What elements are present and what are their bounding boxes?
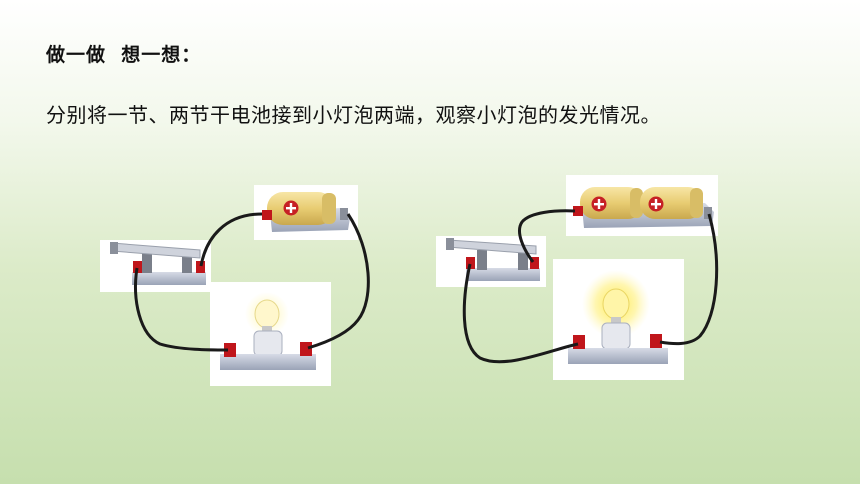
terminal — [133, 261, 142, 273]
bulb-left — [210, 282, 331, 386]
terminal — [466, 257, 475, 269]
plus-battery-icon — [591, 196, 607, 212]
terminal — [300, 342, 312, 356]
battery-holder-right — [566, 175, 718, 236]
terminal — [262, 210, 272, 220]
wire — [134, 267, 229, 352]
circuit-one-battery — [100, 185, 370, 386]
circuit-two-batteries — [436, 175, 719, 380]
wire — [659, 213, 719, 346]
battery-holder-left — [254, 185, 358, 240]
wire — [307, 213, 370, 350]
wire — [462, 263, 579, 364]
terminal — [196, 261, 205, 273]
switch-right — [436, 236, 546, 287]
terminal — [224, 343, 236, 357]
wire — [199, 212, 263, 267]
plus-battery-icon — [648, 196, 664, 212]
plus-battery-icon — [283, 200, 299, 216]
light-bulb-icon — [254, 299, 280, 332]
terminal — [573, 206, 583, 216]
slide-instruction: 分别将一节、两节干电池接到小灯泡两端，观察小灯泡的发光情况。 — [46, 103, 661, 127]
switch-left — [100, 240, 211, 292]
terminal — [530, 257, 539, 269]
bulb-right — [553, 259, 684, 380]
terminal — [650, 334, 662, 348]
light-bulb-icon — [602, 288, 630, 323]
wire — [518, 209, 576, 263]
terminal — [573, 335, 585, 349]
slide-heading: 做一做 想一想： — [46, 44, 202, 66]
